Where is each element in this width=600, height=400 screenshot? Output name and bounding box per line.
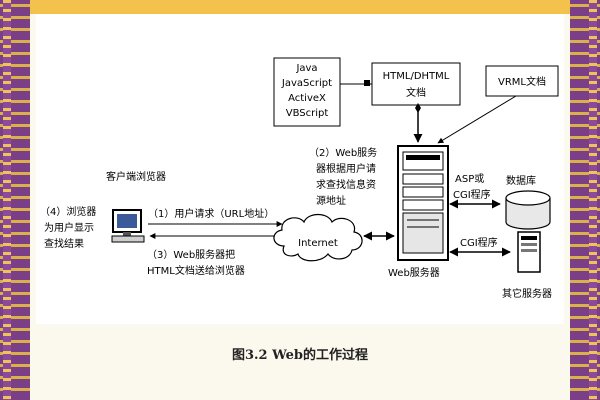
html-doc-line1: HTML/DHTML [383, 71, 450, 82]
internet-cloud-icon [273, 213, 363, 262]
step2-line3: 求查找信息资 [316, 178, 376, 191]
database-icon [505, 190, 551, 230]
client-browser-label: 客户端浏览器 [106, 170, 166, 183]
step4-line3: 查找结果 [44, 237, 84, 250]
tech-activex: ActiveX [288, 93, 326, 104]
step4-line2: 为用户显示 [44, 221, 94, 234]
web-server-label: Web服务器 [388, 266, 440, 279]
html-document-box [371, 62, 461, 106]
other-server-icon [517, 231, 541, 273]
step1-label: （1）用户请求（URL地址） [148, 207, 274, 220]
step2-line2: 器根据用户请 [316, 162, 376, 175]
asp-line1: ASP或 [455, 173, 484, 185]
other-server-label: 其它服务器 [502, 287, 552, 300]
vrml-to-server-arrow [437, 95, 517, 144]
top-decorative-band [30, 0, 570, 14]
caption-band [30, 324, 570, 400]
cgi-label: CGI程序 [460, 236, 498, 249]
asp-line2: CGI程序 [453, 188, 491, 201]
vrml-document-box [485, 65, 559, 97]
tech-vbscript: VBScript [286, 108, 329, 119]
internet-label: Internet [298, 238, 338, 249]
web-server-icon [397, 145, 449, 261]
right-decorative-border [570, 0, 600, 400]
step3-line2: HTML文档送给浏览器 [147, 264, 245, 277]
arrow-diamond [415, 103, 421, 113]
step2-line1: （2）Web服务 [309, 146, 377, 159]
technology-box [273, 57, 341, 127]
database-label: 数据库 [506, 174, 536, 187]
step3-line1: （3）Web服务器把 [147, 248, 235, 261]
client-computer-icon [111, 209, 145, 243]
figure-caption: 图3.2 Web的工作过程 [231, 348, 369, 363]
html-doc-line2: 文档 [406, 86, 426, 99]
left-decorative-border [0, 0, 30, 400]
vrml-doc-label: VRML文档 [498, 75, 546, 88]
tech-java: Java [295, 63, 317, 74]
step2-line4: 源地址 [316, 194, 346, 207]
connector-node [364, 80, 370, 86]
tech-javascript: JavaScript [281, 78, 332, 89]
step4-line1: （4）浏览器 [40, 205, 96, 218]
